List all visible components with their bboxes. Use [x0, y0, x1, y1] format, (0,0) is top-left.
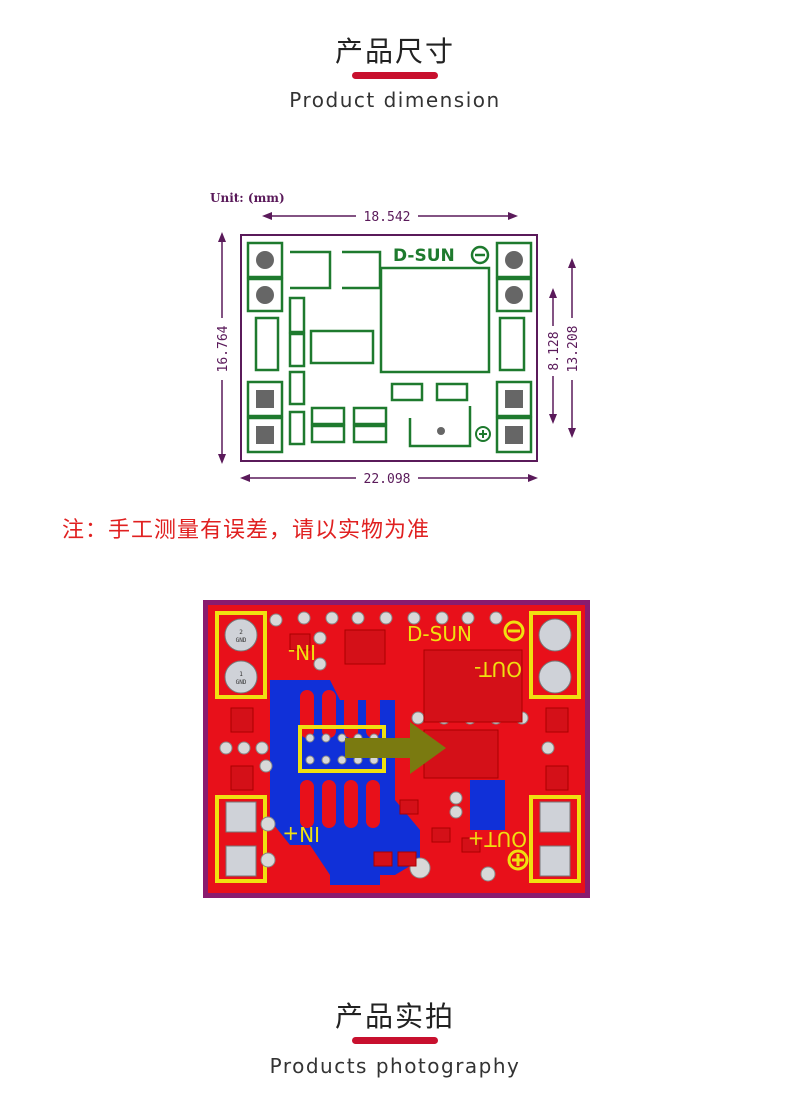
dim-top-label: 18.542	[364, 210, 411, 225]
drawing-brand-label: D-SUN	[393, 246, 455, 266]
unit-label: Unit: (mm)	[210, 191, 285, 205]
silkscreen-layout	[246, 241, 533, 454]
dim-bottom-label: 22.098	[364, 472, 411, 487]
section-subtitle-dimension: Product dimension	[289, 88, 501, 112]
section-title-photography: 产品实拍	[334, 1000, 455, 1033]
dim-left-label: 16.764	[216, 325, 231, 372]
title-underline	[352, 1037, 438, 1044]
minus-symbol-icon	[470, 245, 490, 265]
dim-right-outer-label: 13.208	[566, 326, 581, 373]
section-subtitle-photography: Products photography	[269, 1054, 521, 1078]
section-title-dimension: 产品尺寸	[334, 35, 455, 68]
plus-symbol-icon	[475, 426, 491, 442]
measurement-note: 注：手工测量有误差，请以实物为准	[62, 518, 431, 543]
title-underline	[352, 72, 438, 79]
dim-right-inner-label: 8.128	[547, 331, 562, 370]
